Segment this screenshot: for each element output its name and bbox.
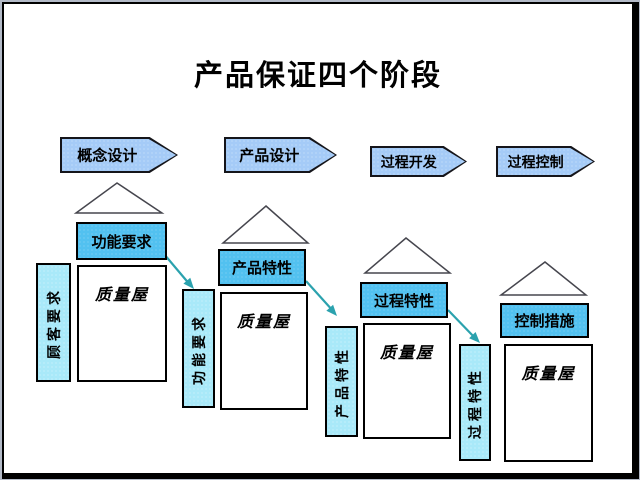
stage-banner-label: 过程开发 [380,153,437,170]
house-1-side-label: 顾客要求 [45,286,62,359]
house-3-side-bar: 产品特性 [325,326,358,437]
roof-icon-house-4 [498,261,589,296]
house-3-side-label: 产品特性 [333,345,350,418]
house-1-header-box: 功能要求 [76,222,167,260]
house-2-header-box: 产品特性 [218,249,306,286]
house-1-body: 质量屋 [77,265,167,382]
house-4-header-label: 控制措施 [514,313,575,330]
roof-icon-house-3 [362,237,453,274]
connector-arrow-2 [305,280,335,313]
house-2-body: 质量屋 [220,292,308,410]
house-1-side-bar: 顾客要求 [36,263,71,382]
house-2-side-label: 功能要求 [190,312,207,385]
slide-title: 产品保证四个阶段 [193,60,442,92]
house-4-body-label: 质量屋 [521,366,576,383]
house-4-side-label: 过程特性 [467,366,483,439]
connector-arrow-3 [447,309,477,340]
stage-banner-label: 产品设计 [239,147,300,165]
house-4-header-box: 控制措施 [500,303,589,338]
house-3-header-box: 过程特性 [360,282,448,318]
stage-banner-concept-design: 概念设计 [60,137,178,173]
stage-banner-process-control: 过程控制 [496,146,595,177]
house-1-body-label: 质量屋 [94,287,149,304]
stage-banner-process-development: 过程开发 [370,146,467,177]
house-3-body: 质量屋 [363,323,451,439]
house-3-header-label: 过程特性 [373,292,434,310]
house-4-body: 质量屋 [504,344,593,462]
house-3-body-label: 质量屋 [379,345,434,362]
stage-banner-product-design: 产品设计 [224,137,337,173]
house-2-body-label: 质量屋 [236,314,291,331]
house-2-header-label: 产品特性 [231,260,292,277]
roof-icon-house-2 [220,205,310,244]
connector-arrow-1 [163,253,192,287]
stage-banner-label: 过程控制 [507,153,564,170]
house-4-side-bar: 过程特性 [459,344,491,461]
stage-banner-label: 概念设计 [77,147,138,165]
connector-arrowhead-2 [326,304,337,316]
roof-icon-house-1 [73,182,165,214]
house-1-header-label: 功能要求 [91,233,152,251]
house-2-side-bar: 功能要求 [182,289,215,408]
